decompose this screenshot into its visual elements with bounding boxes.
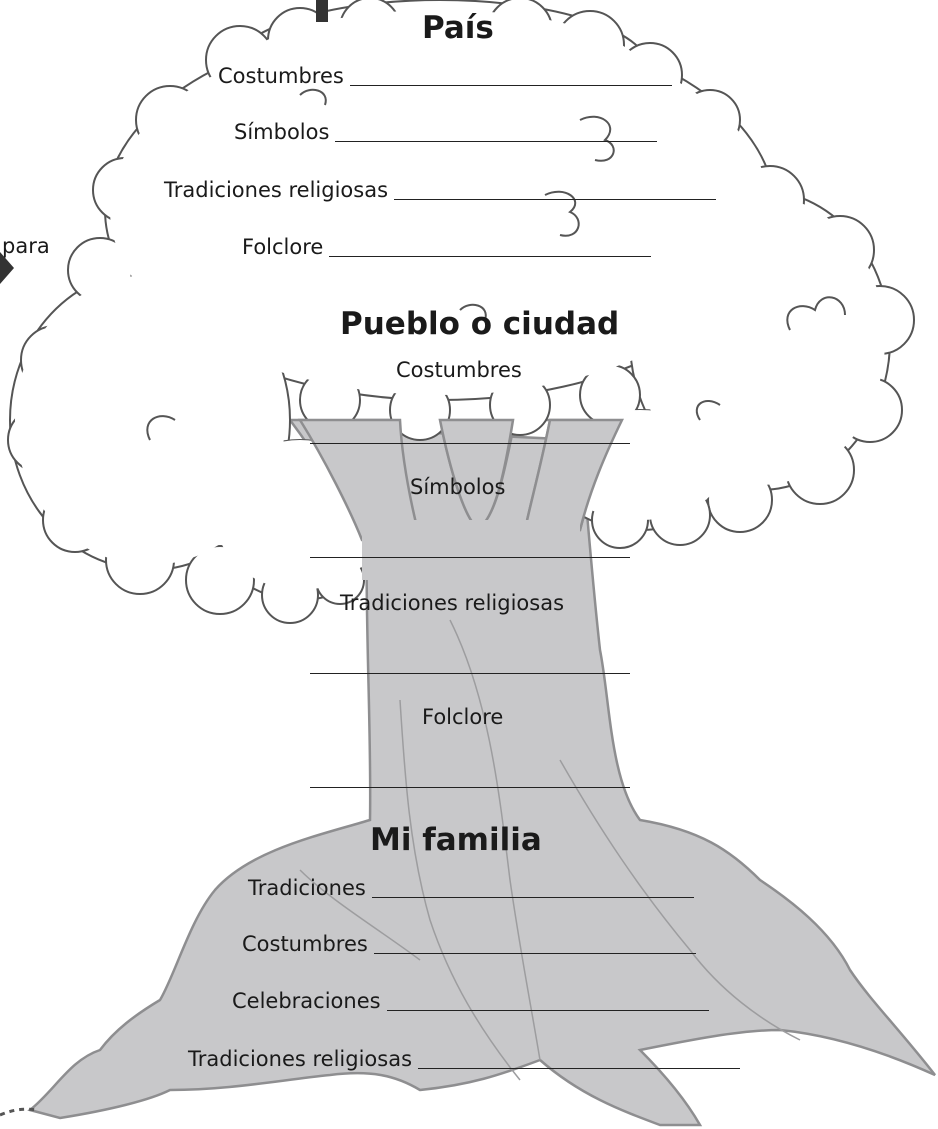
pueblo-title: Pueblo o ciudad [340, 306, 620, 342]
pueblo-answer-line-folclore[interactable] [310, 787, 630, 788]
pais-field-simbolos: Símbolos [234, 120, 658, 144]
side-text: para [2, 234, 50, 258]
familia-field-costumbres: Costumbres [242, 932, 696, 956]
field-label: Tradiciones religiosas [188, 1047, 413, 1071]
pais-field-costumbres: Costumbres [218, 64, 672, 88]
field-label: Tradiciones [248, 876, 366, 900]
field-label: Celebraciones [232, 989, 381, 1013]
tree-roots [27, 428, 936, 1127]
field-label: Folclore [242, 235, 324, 259]
pueblo-label-simbolos: Símbolos [410, 475, 506, 499]
pueblo-label-folclore: Folclore [422, 705, 504, 729]
pais-field-tradiciones: Tradiciones religiosas [164, 178, 717, 202]
familia-field-tradiciones: Tradiciones [248, 876, 694, 900]
pueblo-label-costumbres: Costumbres [396, 358, 522, 382]
pueblo-answer-line-simbolos[interactable] [310, 557, 630, 558]
familia-title: Mi familia [370, 822, 542, 858]
answer-line[interactable] [335, 141, 658, 142]
field-label: Costumbres [242, 932, 368, 956]
answer-line[interactable] [386, 1010, 709, 1011]
familia-field-celebraciones: Celebraciones [232, 989, 709, 1013]
familia-field-tradiciones-religiosas: Tradiciones religiosas [188, 1047, 741, 1071]
answer-line[interactable] [418, 1068, 741, 1069]
field-label: Símbolos [234, 120, 330, 144]
answer-line[interactable] [329, 256, 652, 257]
pais-field-folclore: Folclore [242, 235, 652, 259]
answer-line[interactable] [371, 897, 694, 898]
field-label: Costumbres [218, 64, 344, 88]
pueblo-answer-line-tradiciones[interactable] [310, 673, 630, 674]
pueblo-label-tradiciones: Tradiciones religiosas [340, 591, 565, 615]
answer-line[interactable] [373, 953, 696, 954]
pueblo-answer-line-costumbres[interactable] [310, 443, 630, 444]
answer-line[interactable] [349, 85, 672, 86]
answer-line[interactable] [394, 199, 717, 200]
pais-title: País [422, 10, 494, 46]
field-label: Tradiciones religiosas [164, 178, 389, 202]
